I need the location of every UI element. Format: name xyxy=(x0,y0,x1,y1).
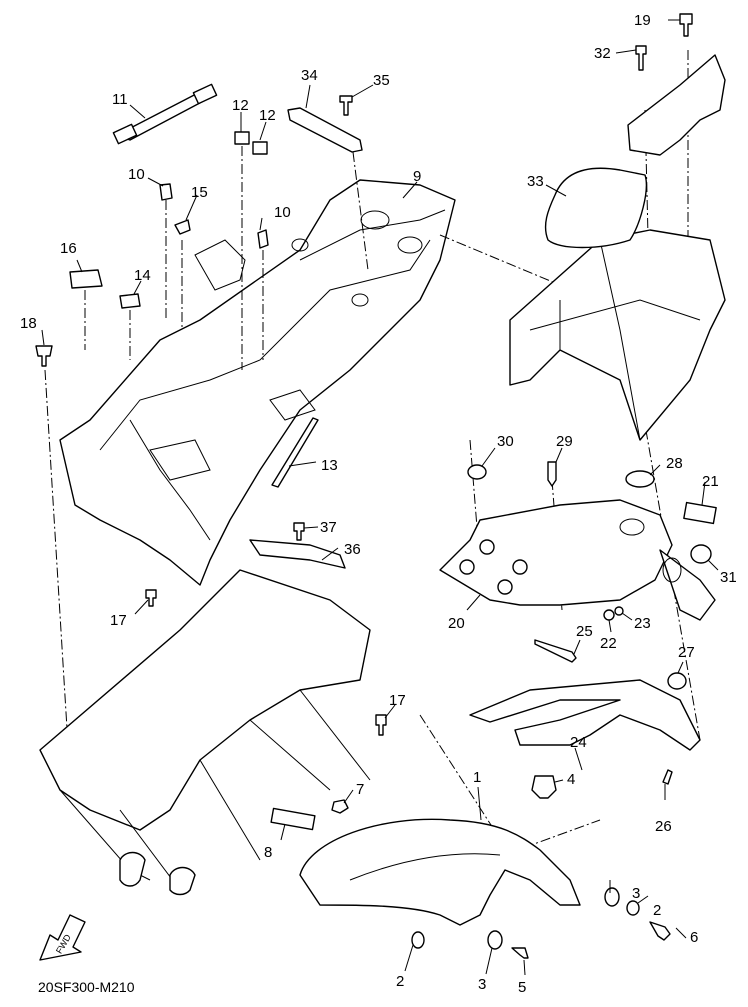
part-10-bracket-a xyxy=(159,183,173,201)
part-31-damper xyxy=(690,544,712,564)
callout-10: 10 xyxy=(128,166,145,183)
callout-2: 2 xyxy=(396,973,404,990)
part-21-reflector xyxy=(683,501,717,525)
rear-fender-inner xyxy=(59,179,456,586)
callout-22: 22 xyxy=(600,635,617,652)
callout-30: 30 xyxy=(497,433,514,450)
callout-20: 20 xyxy=(448,615,465,632)
part-4-fastener xyxy=(531,775,557,799)
callout-5: 5 xyxy=(518,979,526,996)
callout-33: 33 xyxy=(527,173,544,190)
part-12-nuts xyxy=(234,131,268,155)
part-14-pad xyxy=(119,293,141,309)
part-3-grommet-a xyxy=(487,930,503,950)
callout-19: 19 xyxy=(634,12,651,29)
part-10-bracket-b xyxy=(257,229,269,249)
part-18-rivet xyxy=(35,345,53,367)
callout-17: 17 xyxy=(110,612,127,629)
part-25-bolt xyxy=(534,639,577,663)
part-34-plate xyxy=(287,107,363,153)
callout-4: 4 xyxy=(567,771,575,788)
callout-31: 31 xyxy=(720,569,737,586)
callout-34: 34 xyxy=(301,67,318,84)
callout-1: 1 xyxy=(473,769,481,786)
part-27-damper xyxy=(667,672,687,690)
callout-6: 6 xyxy=(690,929,698,946)
part-35-screw xyxy=(339,95,353,116)
callout-37: 37 xyxy=(320,519,337,536)
callout-3: 3 xyxy=(632,885,640,902)
callout-16: 16 xyxy=(60,240,77,257)
callout-7: 7 xyxy=(356,781,364,798)
part-26-screw xyxy=(662,769,673,785)
callout-29: 29 xyxy=(556,433,573,450)
part-22-nut xyxy=(603,609,615,621)
part-2-collar-a xyxy=(411,931,425,949)
callout-24: 24 xyxy=(570,734,587,751)
callout-8: 8 xyxy=(264,844,272,861)
callout-36: 36 xyxy=(344,541,361,558)
fwd-arrow-icon: FWD xyxy=(39,914,86,961)
callout-3: 3 xyxy=(478,976,486,993)
callout-12: 12 xyxy=(232,97,249,114)
part-3-grommet-b xyxy=(604,887,620,907)
callout-17: 17 xyxy=(389,692,406,709)
part-8-label xyxy=(270,807,316,831)
callout-28: 28 xyxy=(666,455,683,472)
part-17-bolt-b xyxy=(375,714,387,736)
part-24-stay xyxy=(469,679,701,751)
frame-section xyxy=(39,539,371,896)
part-6-bolt xyxy=(649,921,671,941)
part-17-bolt-a xyxy=(145,589,157,607)
callout-15: 15 xyxy=(191,184,208,201)
rear-subframe xyxy=(509,229,726,441)
diagram-code: 20SF300-M210 xyxy=(38,979,135,995)
part-2-collar-b xyxy=(626,900,640,916)
part-11-band xyxy=(112,83,218,145)
callout-35: 35 xyxy=(373,72,390,89)
part-33-band xyxy=(544,167,647,249)
part-7-nut xyxy=(331,799,349,814)
callout-32: 32 xyxy=(594,45,611,62)
part-1-front-fender xyxy=(299,818,581,926)
callout-23: 23 xyxy=(634,615,651,632)
part-32-bolt xyxy=(635,45,647,71)
part-19-bolt xyxy=(679,13,693,37)
callout-13: 13 xyxy=(321,457,338,474)
callout-14: 14 xyxy=(134,267,151,284)
part-13-strip xyxy=(271,417,319,488)
callout-25: 25 xyxy=(576,623,593,640)
callout-11: 11 xyxy=(112,91,128,108)
part-29-pin xyxy=(547,461,557,487)
callout-21: 21 xyxy=(702,473,719,490)
part-16-pad xyxy=(69,269,103,289)
part-5-screw xyxy=(511,947,529,959)
callout-12: 12 xyxy=(259,107,276,124)
callout-27: 27 xyxy=(678,644,695,661)
part-23-washer xyxy=(614,606,624,616)
callout-labels: 1 2 2 3 3 4 5 6 7 8 9 10 10 11 12 12 13 … xyxy=(20,12,737,996)
callout-26: 26 xyxy=(655,818,672,835)
part-28-cap xyxy=(625,470,655,488)
callout-9: 9 xyxy=(413,168,421,185)
callout-leaders xyxy=(41,19,719,976)
callout-10: 10 xyxy=(274,204,291,221)
callout-2: 2 xyxy=(653,902,661,919)
callout-18: 18 xyxy=(20,315,37,332)
part-20-tail-cover xyxy=(439,499,716,621)
bracket-assembly xyxy=(627,54,726,156)
part-30-grommet xyxy=(467,464,487,480)
part-37-bolt xyxy=(293,522,305,541)
part-15-clip xyxy=(174,219,191,235)
